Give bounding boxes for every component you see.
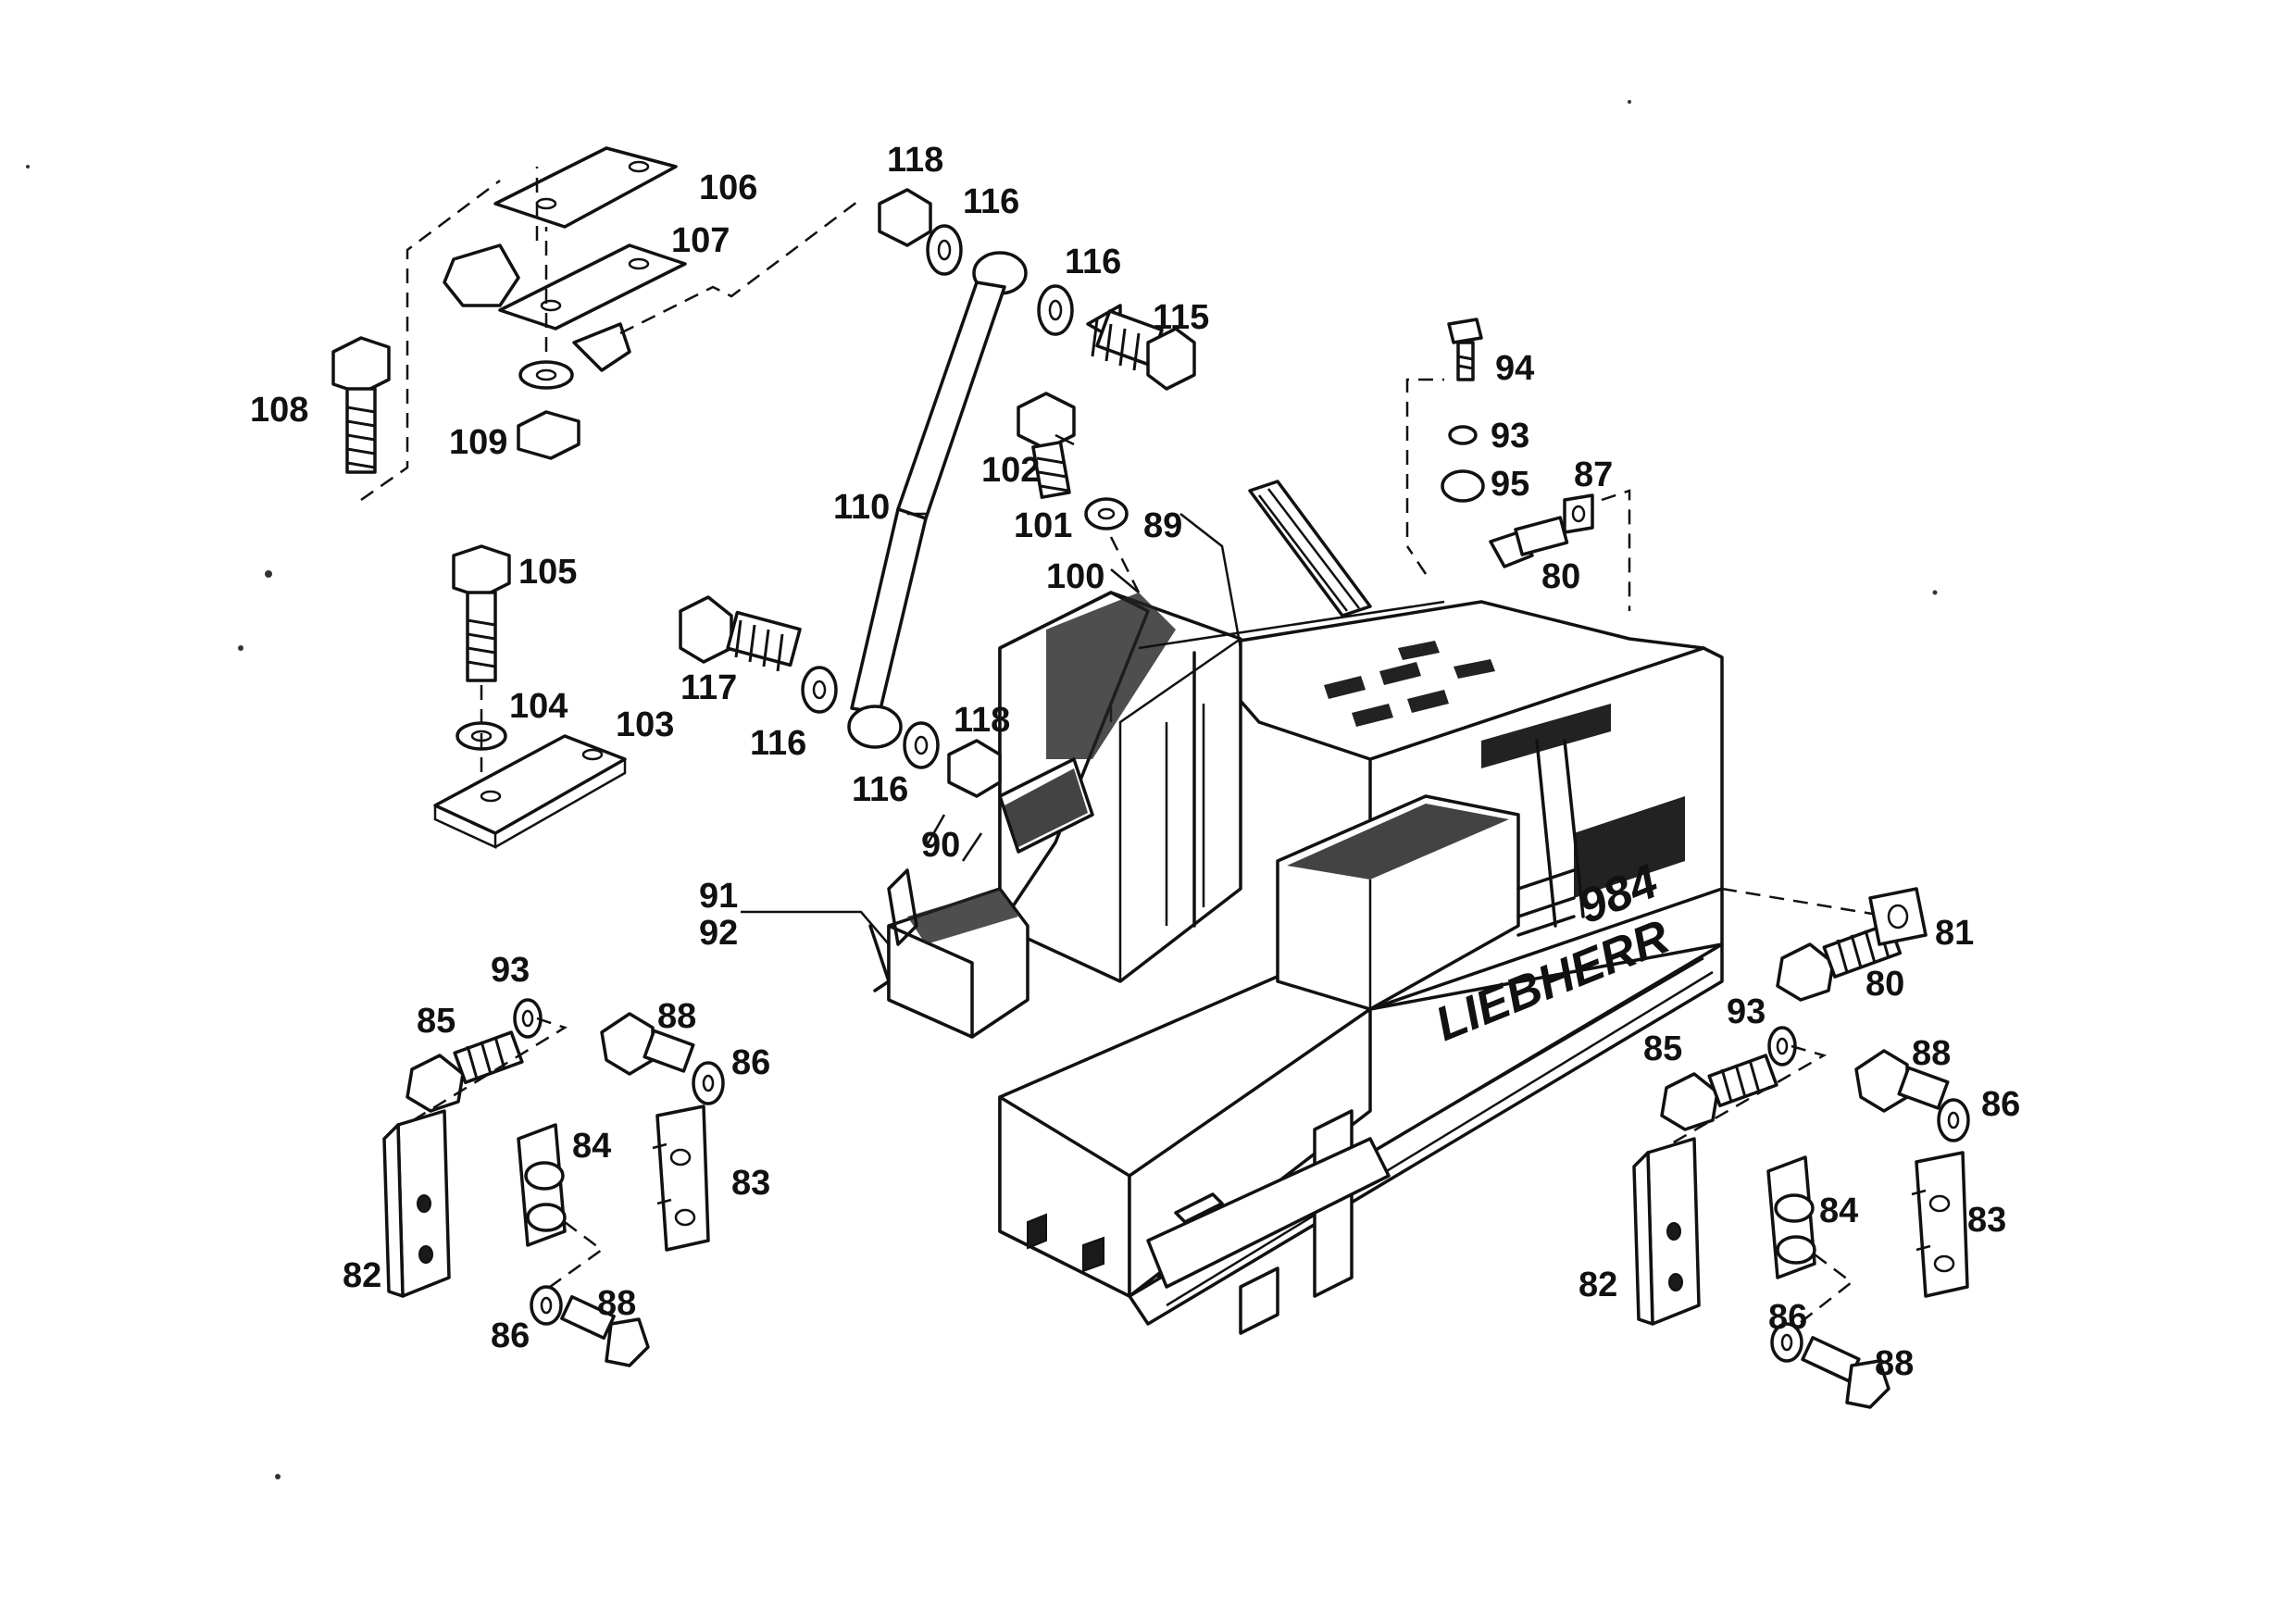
part-label-82: 82 — [1578, 1266, 1617, 1304]
part-label-80: 80 — [1541, 557, 1580, 596]
part-label-116: 116 — [1065, 243, 1121, 281]
right-step-bracket-group — [1632, 1026, 1970, 1409]
gas-strut-assembly — [679, 188, 1196, 798]
part-label-95: 95 — [1491, 465, 1529, 504]
part-label-88: 88 — [1875, 1344, 1914, 1383]
part-label-88: 88 — [657, 997, 696, 1036]
part-label-103: 103 — [616, 705, 674, 744]
part-label-102: 102 — [981, 451, 1040, 490]
part-label-85: 85 — [417, 1002, 455, 1041]
part-label-118: 118 — [887, 141, 943, 180]
part-label-86: 86 — [491, 1316, 530, 1355]
part-label-85: 85 — [1643, 1029, 1682, 1068]
part-label-83: 83 — [1967, 1201, 2006, 1240]
part-label-110: 110 — [833, 488, 890, 527]
part-label-89: 89 — [1143, 506, 1182, 545]
leader-lines — [741, 433, 1242, 945]
part-label-109: 109 — [449, 423, 507, 462]
upper-right-parts — [1405, 318, 1890, 918]
part-label-105: 105 — [518, 553, 577, 592]
part-label-92: 92 — [699, 914, 738, 953]
part-label-90: 90 — [921, 826, 960, 865]
part-label-116: 116 — [750, 724, 806, 763]
part-label-80: 80 — [1866, 965, 1904, 1004]
part-label-81: 81 — [1935, 914, 1974, 953]
part-label-94: 94 — [1495, 349, 1534, 388]
part-label-84: 84 — [1819, 1192, 1858, 1230]
part-label-100: 100 — [1046, 557, 1104, 596]
part-label-87: 87 — [1574, 455, 1613, 494]
part-label-91: 91 — [699, 877, 738, 916]
part-label-93: 93 — [1491, 417, 1529, 455]
part-label-88: 88 — [597, 1284, 636, 1323]
part-label-86: 86 — [731, 1043, 770, 1082]
scan-specks — [26, 100, 1938, 1479]
part-label-116: 116 — [963, 182, 1019, 221]
part-label-116: 116 — [852, 770, 908, 809]
part-label-118: 118 — [954, 701, 1010, 740]
part-label-83: 83 — [731, 1164, 770, 1203]
part-label-84: 84 — [572, 1127, 611, 1166]
part-label-86: 86 — [1981, 1085, 2020, 1124]
part-label-93: 93 — [1727, 992, 1766, 1031]
part-label-88: 88 — [1912, 1034, 1951, 1073]
part-label-115: 115 — [1153, 298, 1209, 337]
part-label-86: 86 — [1768, 1298, 1807, 1337]
part-label-82: 82 — [343, 1256, 381, 1295]
part-label-104: 104 — [509, 687, 568, 726]
part-label-107: 107 — [671, 221, 730, 260]
part-label-106: 106 — [699, 168, 757, 207]
part-label-93: 93 — [491, 951, 530, 990]
left-step-bracket-group — [382, 998, 725, 1367]
part-label-101: 101 — [1014, 506, 1072, 545]
right-mid-parts — [1776, 887, 1928, 1002]
part-label-108: 108 — [250, 391, 308, 430]
part-number-labels: 118 116 116 115 106 107 108 109 110 102 … — [250, 141, 2020, 1383]
machine-upper-carriage: LIEBHERR 984 — [868, 480, 1724, 1335]
part-label-117: 117 — [680, 668, 737, 707]
upper-left-parts — [331, 146, 862, 849]
